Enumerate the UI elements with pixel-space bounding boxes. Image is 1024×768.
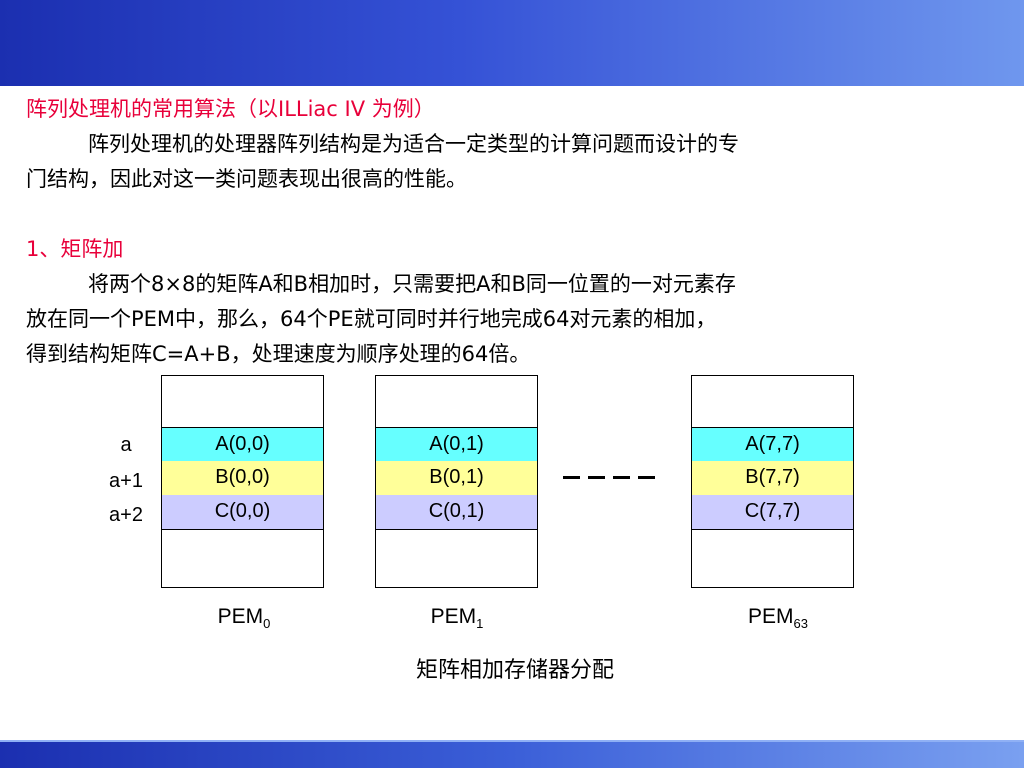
- pem-1-cell-b: B(0,1): [376, 461, 537, 496]
- paragraph-2-line-3: 得到结构矩阵C=A+B，处理速度为顺序处理的64倍。: [26, 342, 531, 366]
- paragraph-2-line-1: 将两个8×8的矩阵A和B相加时，只需要把A和B同一位置的一对元素存: [88, 272, 736, 296]
- pem-0-label-text: PEM: [217, 605, 264, 628]
- spacer: [26, 197, 986, 232]
- section-title: 1、矩阵加: [26, 237, 124, 261]
- diagram-caption: 矩阵相加存储器分配: [415, 658, 614, 683]
- pem-0-cell-a: A(0,0): [162, 427, 323, 462]
- pem-0-cell-c: C(0,0): [162, 495, 323, 530]
- row-label-a-plus-2: a+2: [109, 504, 143, 526]
- pem-63-label: PEM63: [718, 605, 838, 631]
- ellipsis-dash: [613, 476, 630, 479]
- pem-1-cell-c: C(0,1): [376, 495, 537, 530]
- pem-0-label: PEM0: [184, 605, 304, 631]
- pem-1-label-text: PEM: [430, 605, 477, 628]
- paragraph-1-line-1: 阵列处理机的处理器阵列结构是为适合一定类型的计算问题而设计的专: [88, 132, 739, 156]
- pem-0-cell-b: B(0,0): [162, 461, 323, 496]
- ellipsis-dash: [588, 476, 605, 479]
- pem-63-cell-a: A(7,7): [692, 427, 853, 462]
- pem-63-label-text: PEM: [748, 605, 794, 628]
- row-label-a-plus-1: a+1: [109, 470, 143, 492]
- pem-1-label: PEM1: [397, 605, 517, 631]
- row-label-a: a: [120, 434, 132, 456]
- pem-63-cell-c: C(7,7): [692, 495, 853, 530]
- paragraph-1-line-2: 门结构，因此对这一类问题表现出很高的性能。: [26, 167, 467, 191]
- pem-0-label-subscript: 0: [263, 616, 271, 632]
- pem-63-cell-b: B(7,7): [692, 461, 853, 496]
- paragraph-2-line-2: 放在同一个PEM中，那么，64个PE就可同时并行地完成64对元素的相加，: [26, 307, 717, 331]
- title-bar: [0, 0, 1024, 86]
- pem-63-memory: A(7,7) B(7,7) C(7,7): [691, 375, 854, 588]
- pem-1-cell-a: A(0,1): [376, 427, 537, 462]
- pem-1-memory: A(0,1) B(0,1) C(0,1): [375, 375, 538, 588]
- slide-heading: 阵列处理机的常用算法（以ILLiac IV 为例）: [26, 97, 435, 121]
- pem-1-label-subscript: 1: [476, 616, 484, 632]
- pem-63-label-subscript: 63: [793, 616, 808, 632]
- ellipsis-dash: [563, 476, 580, 479]
- ellipsis-dash: [638, 476, 655, 479]
- pem-0-memory: A(0,0) B(0,0) C(0,0): [161, 375, 324, 588]
- slide-body: 阵列处理机的常用算法（以ILLiac IV 为例） 阵列处理机的处理器阵列结构是…: [26, 92, 986, 372]
- footer-bar: [0, 740, 1024, 768]
